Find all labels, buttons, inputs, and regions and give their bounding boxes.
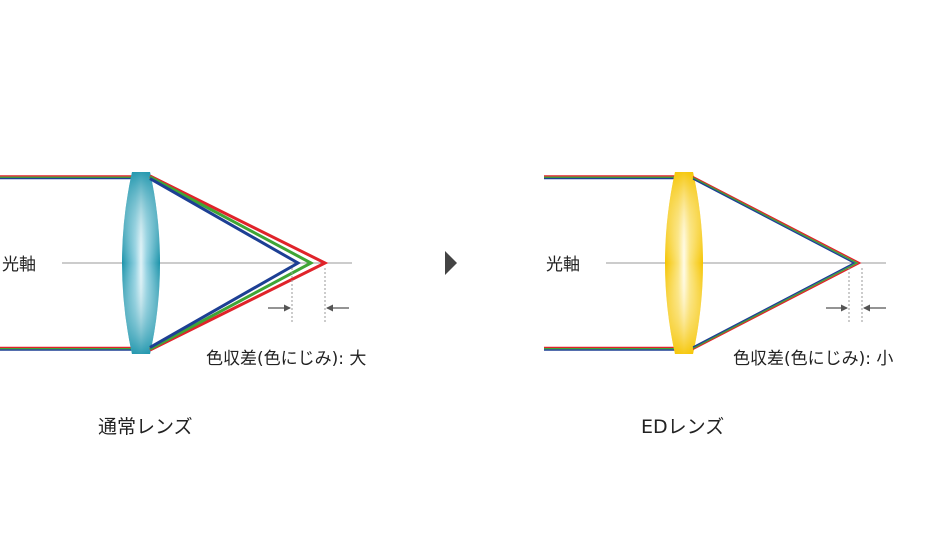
incoming-rays-top: [544, 175, 676, 180]
incoming-rays-top: [0, 175, 134, 180]
chromatic-aberration-label: 色収差(色にじみ): 大: [206, 349, 366, 369]
panel-caption: 通常レンズ: [98, 416, 193, 438]
normal-lens: [122, 172, 160, 354]
refracted-rays-normal: [149, 174, 329, 352]
ed-lens-panel: 光軸 色収差(色にじみ): 小 ED: [544, 172, 893, 438]
play-triangle-icon: [445, 251, 457, 275]
focal-spread-indicator: [268, 268, 349, 322]
incoming-rays-bottom: [544, 346, 676, 351]
chromatic-aberration-label: 色収差(色にじみ): 小: [733, 349, 893, 369]
optical-axis-label: 光軸: [2, 255, 36, 275]
optical-axis-label: 光軸: [546, 255, 580, 275]
panel-caption: EDレンズ: [641, 416, 724, 438]
ed-lens: [665, 172, 703, 354]
incoming-rays-bottom: [0, 346, 134, 351]
normal-lens-panel: 光軸: [0, 172, 366, 438]
focal-spread-indicator: [826, 268, 886, 322]
refracted-rays-ed: [692, 175, 862, 351]
